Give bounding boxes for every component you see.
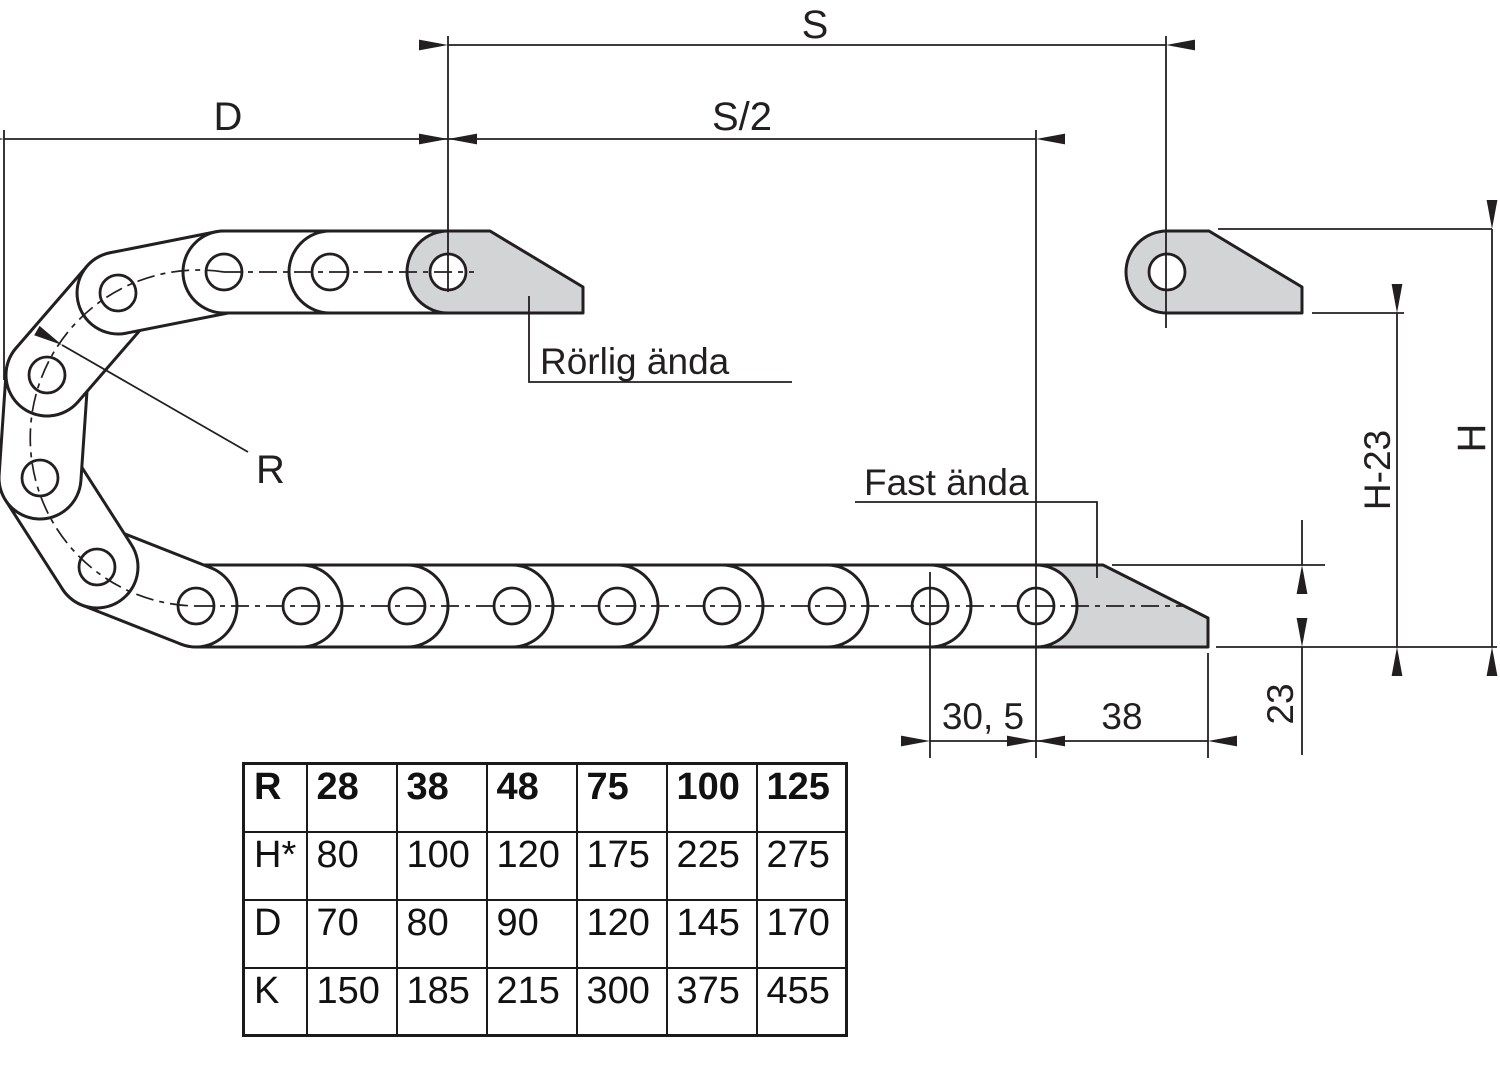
table-cell: 100 <box>665 762 758 833</box>
callout-movable-end: Rörlig ända <box>528 296 792 383</box>
table-cell: 125 <box>755 762 848 833</box>
table-cell: 38 <box>395 762 488 833</box>
table-row: R 28 38 48 75 100 125 <box>242 762 848 833</box>
table-row: H* 80 100 120 175 225 275 <box>242 830 848 901</box>
table-cell: 48 <box>485 762 578 833</box>
chain-drawing <box>0 229 1304 649</box>
dimension-h23: H-23 <box>1357 284 1403 676</box>
pivot-hole <box>1147 252 1187 292</box>
dimension-r: R <box>34 325 285 492</box>
dim-label-s: S <box>802 3 829 47</box>
dim-label-r: R <box>256 448 285 492</box>
table-row: K 150 185 215 300 375 455 <box>242 966 848 1037</box>
table-cell: H* <box>242 830 308 901</box>
centerlines <box>29 269 1183 607</box>
table-cell: 90 <box>485 898 578 969</box>
table-cell: 70 <box>305 898 398 969</box>
dimension-d: D <box>0 95 477 145</box>
table-cell: 215 <box>485 966 578 1037</box>
table-cell: 185 <box>395 966 488 1037</box>
dimension-23: 23 <box>1260 520 1308 755</box>
leader-fixed-end <box>855 501 1098 578</box>
dimension-s: S <box>419 3 1195 51</box>
table-cell: 170 <box>755 898 848 969</box>
dimension-table: R 28 38 48 75 100 125 H* 80 100 120 175 … <box>242 762 848 1037</box>
leader-movable-end <box>528 296 792 383</box>
table-cell: 100 <box>395 830 488 901</box>
extension-lines <box>3 36 1497 758</box>
dim-label-30-5: 30, 5 <box>942 696 1024 737</box>
table-cell: 75 <box>575 762 668 833</box>
table-cell: R <box>242 762 308 833</box>
dimension-30-5: 30, 5 <box>901 696 1065 747</box>
table-cell: 150 <box>305 966 398 1037</box>
dim-label-d: D <box>214 95 243 139</box>
dimension-s2: S/2 <box>419 95 1065 145</box>
table-cell: 80 <box>395 898 488 969</box>
pivot-hole <box>77 547 117 587</box>
dimension-h: H <box>1450 200 1498 676</box>
leader-r <box>34 325 249 453</box>
label-movable-end: Rörlig ända <box>540 341 730 382</box>
table-cell: 455 <box>755 966 848 1037</box>
table-cell: 80 <box>305 830 398 901</box>
pivot-hole <box>27 355 67 395</box>
movable-end-bracket <box>405 229 585 315</box>
table-cell: 375 <box>665 966 758 1037</box>
table-cell: K <box>242 966 308 1037</box>
pivot-hole <box>20 458 60 498</box>
table-row: D 70 80 90 120 145 170 <box>242 898 848 969</box>
dim-label-s2: S/2 <box>712 95 772 139</box>
dim-label-23: 23 <box>1260 683 1301 724</box>
table-cell: 175 <box>575 830 668 901</box>
table-cell: 225 <box>665 830 758 901</box>
label-fixed-end: Fast ända <box>864 462 1029 503</box>
table-cell: 275 <box>755 830 848 901</box>
dimension-38: 38 <box>1007 696 1237 747</box>
dim-label-38: 38 <box>1101 696 1142 737</box>
table-cell: 300 <box>575 966 668 1037</box>
table-cell: 145 <box>665 898 758 969</box>
centerline-bend-arc <box>29 269 225 607</box>
table-cell: 28 <box>305 762 398 833</box>
table-cell: 120 <box>485 830 578 901</box>
callout-fixed-end: Fast ända <box>855 462 1098 578</box>
table-cell: 120 <box>575 898 668 969</box>
dim-label-h: H <box>1450 424 1494 453</box>
dim-label-h23: H-23 <box>1357 430 1398 510</box>
table-cell: D <box>242 898 308 969</box>
pivot-hole <box>98 273 138 313</box>
